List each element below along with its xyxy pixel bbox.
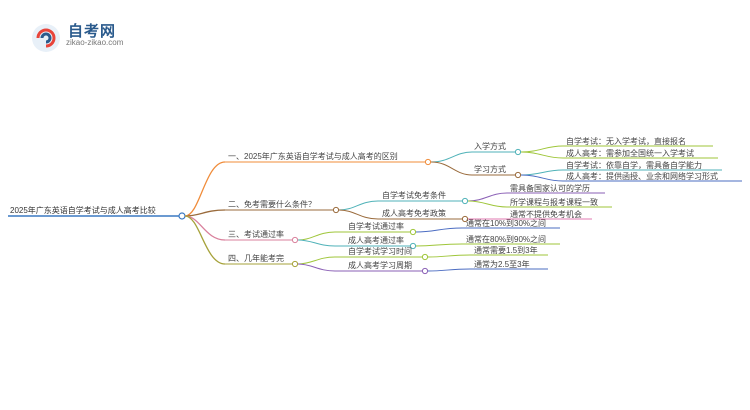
leaf-text[interactable]: 所学课程与报考课程一致 — [510, 198, 598, 207]
subtopic-adult-exam-exemption[interactable]: 成人高考免考政策 — [382, 209, 446, 218]
root-topic[interactable]: 2025年广东英语自学考试与成人高考比较 — [10, 206, 156, 215]
brand-name[interactable]: 自考网 — [68, 23, 117, 40]
leaf-text[interactable]: 通常不提供免考机会 — [510, 210, 582, 219]
leaf-text[interactable]: 通常需要1.5到3年 — [474, 246, 538, 255]
leaf-text[interactable]: 自学考试：依靠自学，需具备自学能力 — [566, 161, 702, 170]
subtopic-admission-method[interactable]: 入学方式 — [474, 142, 506, 151]
subtopic-adult-exam-pass-rate[interactable]: 成人高考通过率 — [348, 236, 404, 245]
branch1-connector — [184, 161, 226, 217]
subtopic-selfstudy-duration[interactable]: 自学考试学习时间 — [348, 247, 412, 256]
leaf-text[interactable]: 需具备国家认可的学历 — [510, 184, 590, 193]
brand-url[interactable]: zikao-zikao.com — [66, 38, 124, 47]
leaf-text[interactable]: 成人高考：提供函授、业余和网络学习形式 — [566, 172, 718, 181]
subtopic-adult-exam-duration[interactable]: 成人高考学习周期 — [348, 261, 412, 270]
branch-topic-3[interactable]: 三、考试通过率 — [228, 230, 284, 239]
leaf-text[interactable]: 通常在80%到90%之间 — [466, 235, 547, 244]
subtopic-selfstudy-pass-rate[interactable]: 自学考试通过率 — [348, 222, 404, 231]
leaf-text[interactable]: 通常为2.5至3年 — [474, 260, 530, 269]
leaf-text[interactable]: 自学考试：无入学考试，直接报名 — [566, 137, 686, 146]
branch-topic-1[interactable]: 一、2025年广东英语自学考试与成人高考的区别 — [228, 152, 398, 161]
branch-topic-2[interactable]: 二、免考需要什么条件？ — [228, 200, 316, 209]
branch-topic-4[interactable]: 四、几年能考完 — [228, 254, 284, 263]
branch4-connector — [184, 215, 226, 265]
subtopic-study-method[interactable]: 学习方式 — [474, 165, 506, 174]
leaf-text[interactable]: 成人高考：需参加全国统一入学考试 — [566, 149, 694, 158]
site-logo-icon — [32, 24, 60, 52]
leaf-text[interactable]: 通常在10%到30%之间 — [466, 219, 547, 228]
subtopic-selfstudy-exemption[interactable]: 自学考试免考条件 — [382, 191, 446, 200]
